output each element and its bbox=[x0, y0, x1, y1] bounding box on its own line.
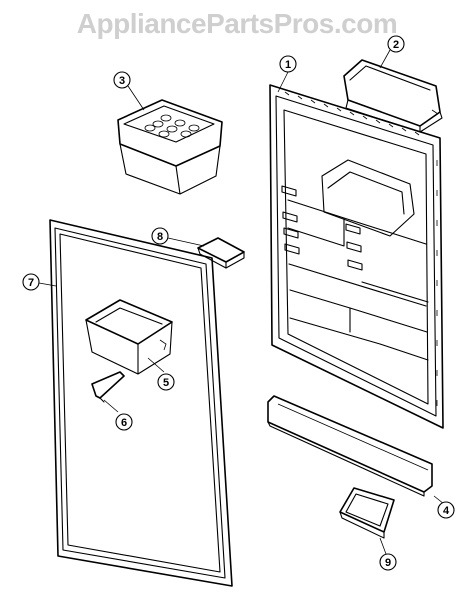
callout-6-label: 6 bbox=[121, 417, 127, 429]
part-7-door-gasket[interactable] bbox=[49, 219, 233, 587]
callout-8: 8 bbox=[151, 227, 205, 247]
part-8-small-tray[interactable] bbox=[197, 237, 245, 269]
part-2-dairy-door[interactable] bbox=[343, 59, 443, 133]
callout-6: 6 bbox=[103, 399, 133, 431]
callout-5-label: 5 bbox=[163, 377, 169, 389]
callout-8-label: 8 bbox=[157, 231, 163, 243]
part-9-handle[interactable] bbox=[339, 487, 395, 539]
callout-9-label: 9 bbox=[385, 557, 391, 569]
callout-4-label: 4 bbox=[443, 505, 450, 517]
part-1-door-liner[interactable] bbox=[269, 84, 444, 429]
callout-3: 3 bbox=[113, 71, 145, 111]
callout-7-label: 7 bbox=[28, 277, 34, 289]
callout-3-label: 3 bbox=[119, 75, 125, 87]
callout-5: 5 bbox=[147, 357, 175, 391]
part-6-bin-divider[interactable] bbox=[91, 371, 125, 403]
callout-2-label: 2 bbox=[393, 39, 399, 51]
part-3-dairy-bin[interactable] bbox=[117, 99, 223, 195]
site-watermark: AppliancePartsPros.com bbox=[76, 8, 398, 39]
callout-2: 2 bbox=[379, 35, 405, 69]
callout-4: 4 bbox=[433, 495, 455, 519]
callout-1-label: 1 bbox=[285, 59, 291, 71]
callout-1: 1 bbox=[277, 55, 297, 93]
callout-7: 7 bbox=[22, 273, 57, 291]
part-4-lower-bin[interactable] bbox=[267, 395, 433, 497]
callout-9: 9 bbox=[379, 537, 397, 571]
part-5-door-bin[interactable] bbox=[85, 299, 173, 375]
